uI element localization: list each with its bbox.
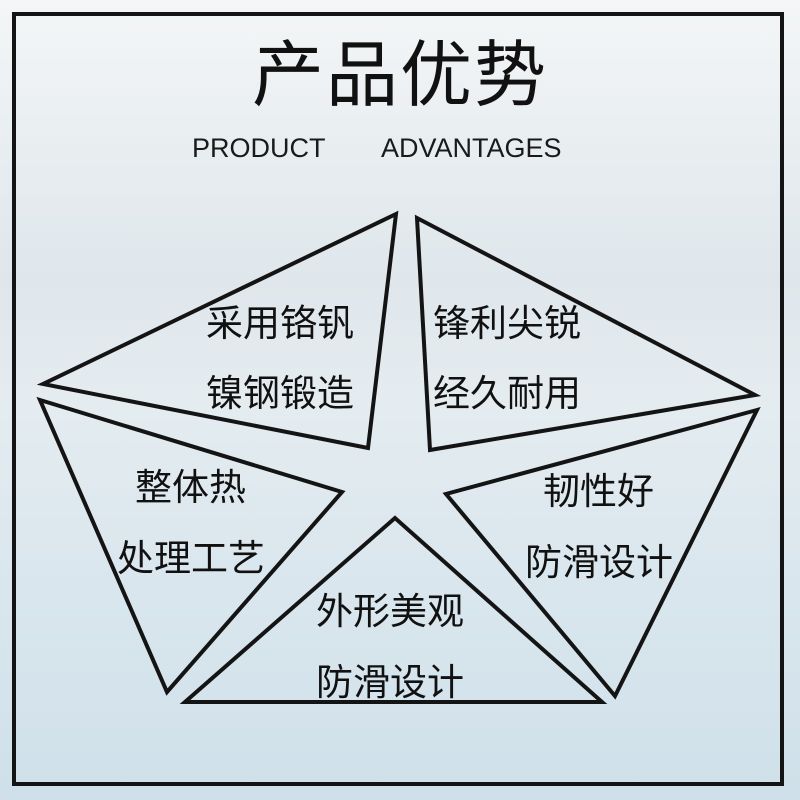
page-title: 产品优势: [251, 33, 548, 117]
section-1-line-2: 镍钢锻造: [206, 372, 354, 415]
section-1-line-1: 采用铬钒: [206, 302, 354, 345]
outer-frame: [12, 12, 784, 786]
subtitle-advantages: ADVANTAGES: [381, 133, 562, 163]
segment-bottom: [179, 515, 608, 704]
section-2-line-2: 经久耐用: [433, 372, 581, 415]
section-3-line-1: 整体热: [135, 466, 246, 509]
segment-top-left: [36, 210, 399, 451]
subtitle-product: PRODUCT: [192, 133, 326, 163]
segment-left: [36, 396, 346, 696]
section-5-line-1: 外形美观: [316, 590, 464, 633]
segment-right: [442, 406, 761, 700]
section-4-line-1: 韧性好: [543, 470, 654, 513]
section-3-line-2: 处理工艺: [117, 537, 265, 580]
segment-top-right: [414, 214, 762, 453]
section-5-line-2: 防滑设计: [316, 661, 464, 704]
section-4-line-2: 防滑设计: [525, 541, 673, 584]
section-2-line-1: 锋利尖锐: [433, 302, 581, 345]
